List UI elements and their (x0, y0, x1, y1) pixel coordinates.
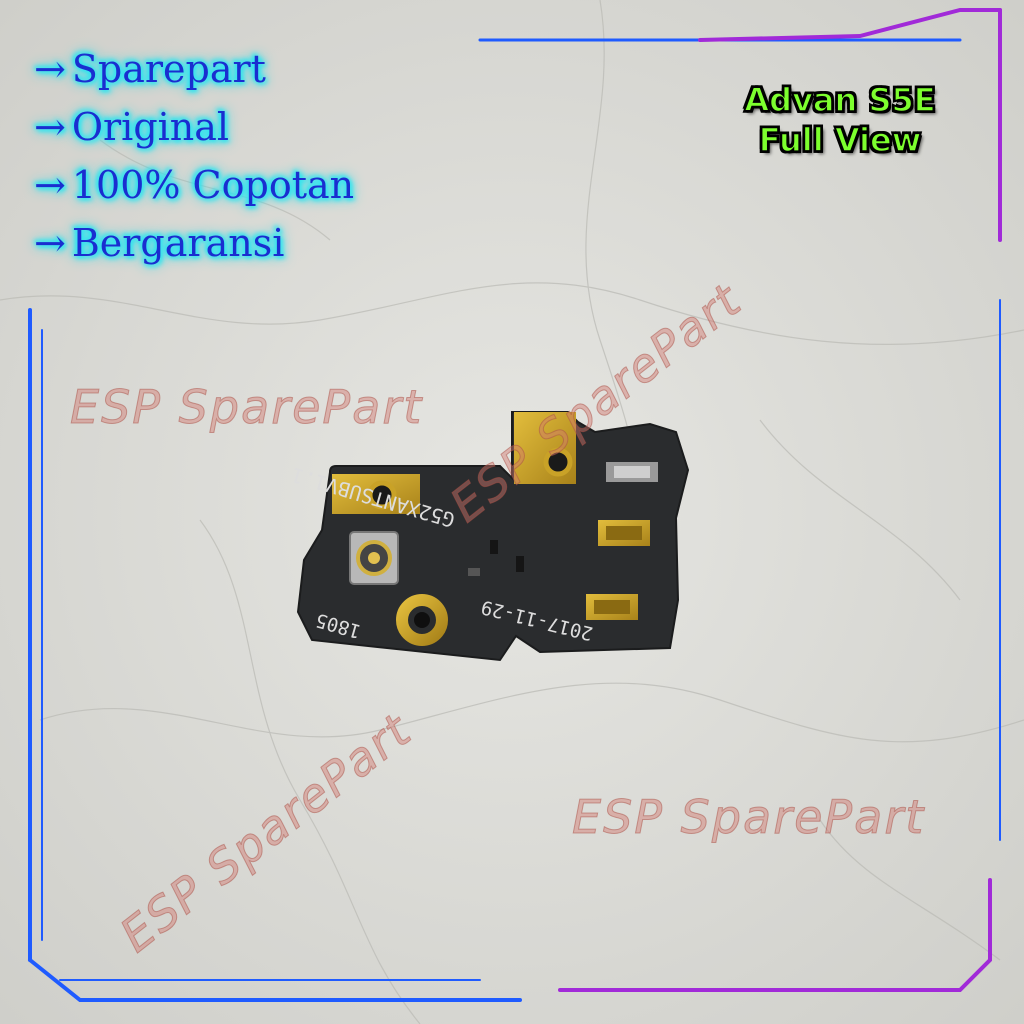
spring-contact (606, 462, 658, 482)
smd-component (468, 568, 480, 576)
feature-label: 100% Copotan (71, 163, 355, 207)
model-variant: Full View (758, 120, 922, 160)
model-title: Advan S5E Full View (700, 80, 980, 160)
decorative-frame (28, 8, 1002, 1002)
watermark: ESP SparePart (69, 380, 424, 435)
arrow-icon: → (34, 221, 66, 265)
feature-item: →Bergaransi (34, 214, 354, 272)
arrow-icon: → (34, 163, 66, 207)
feature-item: →Sparepart (34, 40, 354, 98)
model-name: Advan S5E (744, 80, 937, 120)
spring-contact (598, 520, 650, 546)
feature-item: →Original (34, 98, 354, 156)
feature-list: →Sparepart →Original →100% Copotan →Berg… (34, 40, 354, 272)
feature-label: Sparepart (71, 47, 266, 91)
watermark: ESP SparePart (571, 790, 926, 845)
smd-component (516, 556, 524, 572)
screw-hole (367, 480, 397, 510)
arrow-icon: → (34, 105, 66, 149)
feature-item: →100% Copotan (34, 156, 354, 214)
feature-label: Bergaransi (71, 221, 285, 265)
arrow-icon: → (34, 47, 66, 91)
screw-hole (543, 447, 573, 477)
spring-contact (586, 594, 638, 620)
feature-label: Original (71, 105, 230, 149)
smd-component (490, 540, 498, 554)
